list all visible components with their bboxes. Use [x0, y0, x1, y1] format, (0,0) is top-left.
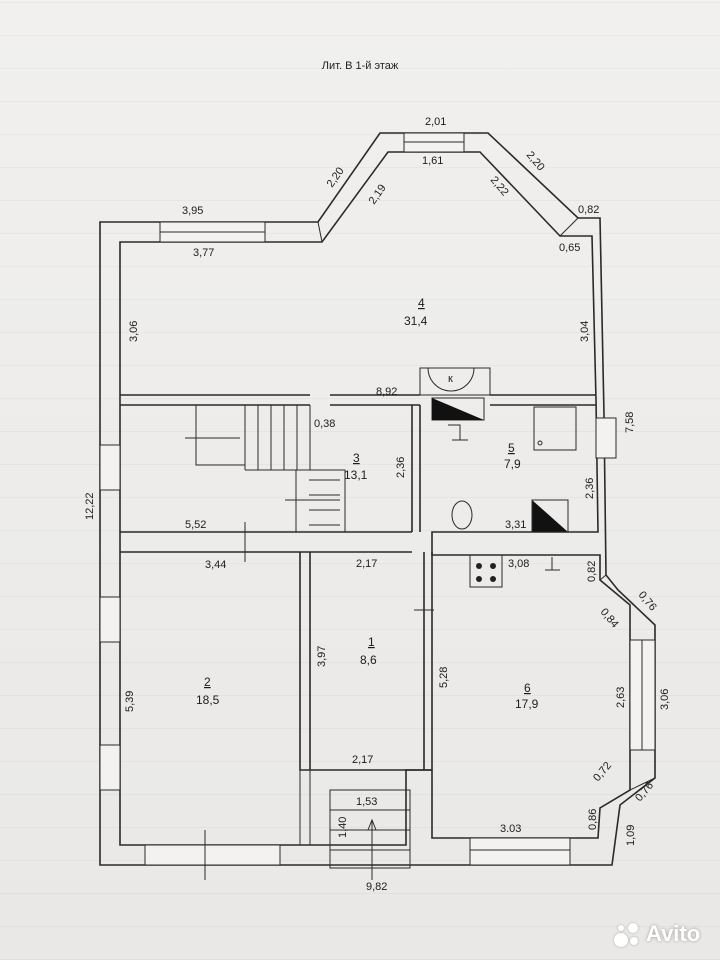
dim-1-09: 1,09	[625, 825, 637, 846]
avito-logo-icon	[614, 921, 640, 947]
windows	[99, 132, 656, 866]
dim-9-82: 9,82	[366, 881, 387, 893]
dim-2-36-b: 2,36	[584, 478, 596, 499]
dim-2-19: 2,19	[367, 182, 389, 206]
room4-area: 31,4	[404, 314, 428, 328]
dim-5-52: 5,52	[185, 519, 206, 531]
dim-5-39: 5,39	[124, 691, 136, 712]
dim-2-17-bottom: 2,17	[352, 754, 373, 766]
dim-3-03: 3.03	[500, 823, 521, 835]
dim-3-06-left: 3,06	[128, 321, 140, 342]
dim-3-31: 3,31	[505, 519, 526, 531]
room6-number: 6	[524, 681, 531, 695]
fixture-k-label: к	[448, 373, 453, 385]
dim-0-84: 0,84	[598, 606, 621, 630]
room6-area: 17,9	[515, 697, 539, 711]
dim-1-40: 1,40	[337, 817, 349, 838]
staircase	[185, 405, 346, 532]
room2-right-wall	[299, 770, 311, 845]
dim-2-22: 2,22	[488, 174, 511, 198]
room1-area: 8,6	[360, 653, 377, 667]
room3-area: 13,1	[344, 468, 368, 482]
dim-0-86: 0,86	[587, 809, 599, 830]
room3-walls	[120, 405, 421, 553]
dim-5-28: 5,28	[438, 667, 450, 688]
avito-watermark-text: Avito	[646, 921, 701, 946]
dim-3-97: 3,97	[316, 646, 328, 667]
dim-0-72: 0,72	[591, 760, 614, 784]
dim-8-92: 8,92	[376, 386, 397, 398]
room5-area: 7,9	[504, 457, 521, 471]
door-marks	[204, 522, 434, 880]
porch	[329, 789, 411, 869]
dim-0-65: 0,65	[559, 242, 580, 254]
dim-3-44: 3,44	[205, 559, 226, 571]
dim-0-38: 0,38	[314, 418, 335, 430]
dim-0-76-bottom: 0,76	[633, 780, 656, 804]
sanitary-fixtures	[419, 367, 577, 588]
room4-bottom-wall	[120, 394, 596, 406]
dim-2-36-a: 2,36	[395, 457, 407, 478]
room4-number: 4	[418, 296, 425, 310]
dim-0-82-top: 0,82	[578, 204, 599, 216]
avito-watermark: Avito	[614, 920, 700, 948]
room1-walls	[299, 552, 433, 771]
room3-number: 3	[353, 451, 360, 465]
dim-2-63: 2,63	[615, 687, 627, 708]
dim-1-53: 1,53	[356, 796, 377, 808]
dim-3-04: 3,04	[579, 321, 591, 342]
dim-2-01: 2,01	[425, 116, 446, 128]
room5-number: 5	[508, 441, 515, 455]
dim-7-58: 7,58	[624, 412, 636, 433]
dim-1-61: 1,61	[422, 155, 443, 167]
dim-3-77: 3,77	[193, 247, 214, 259]
bay-lines	[317, 217, 656, 791]
dim-2-17-top: 2,17	[356, 558, 377, 570]
plan-title: Лит. В 1-й этаж	[321, 60, 399, 72]
dim-0-82-right: 0,82	[586, 561, 598, 582]
dim-3-08: 3,08	[508, 558, 529, 570]
dim-12-22: 12,22	[84, 492, 96, 520]
dim-3-06-right: 3,06	[659, 689, 671, 710]
room2-area: 18,5	[196, 693, 220, 707]
room2-number: 2	[204, 675, 211, 689]
dim-3-95: 3,95	[182, 205, 203, 217]
room1-number: 1	[368, 635, 375, 649]
